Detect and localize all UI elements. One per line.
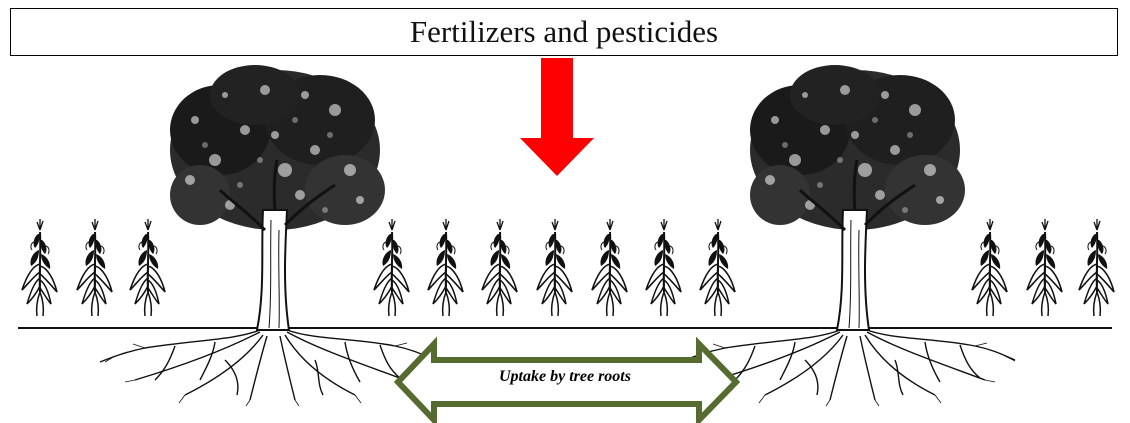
maize-plant-icon (646, 219, 681, 316)
tree-icon (680, 65, 1015, 406)
maize-plant-icon (972, 219, 1007, 316)
maize-plant-icon (482, 219, 517, 316)
red-down-arrow-icon (520, 58, 594, 176)
crop-row-right (972, 219, 1114, 316)
maize-plant-icon (700, 219, 735, 316)
crop-row-left (22, 219, 165, 316)
maize-plant-icon (130, 219, 165, 316)
maize-plant-icon (428, 219, 463, 316)
maize-plant-icon (374, 219, 409, 316)
maize-plant-icon (77, 219, 112, 316)
crop-row-center (374, 219, 735, 316)
maize-plant-icon (1079, 219, 1114, 316)
tree-icon (100, 65, 435, 406)
maize-plant-icon (537, 219, 572, 316)
maize-plant-icon (22, 219, 57, 316)
maize-plant-icon (592, 219, 627, 316)
uptake-label: Uptake by tree roots (410, 368, 720, 386)
maize-plant-icon (1027, 219, 1062, 316)
